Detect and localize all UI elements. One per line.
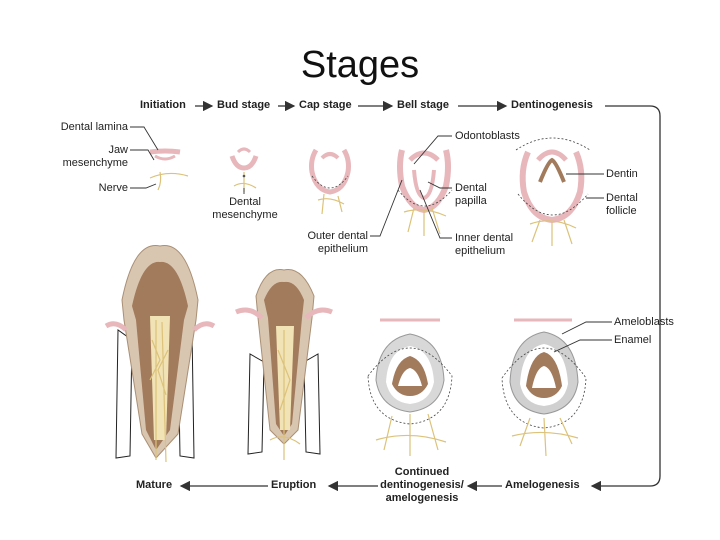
leader-outer-epithelium (370, 179, 403, 237)
label-inner-epithelium-line1: Inner dental (455, 232, 514, 244)
dentinogenesis-illustration (515, 137, 591, 246)
label-dental-papilla-line1: Dental (455, 182, 487, 194)
leader-dental-papilla (427, 181, 452, 189)
label-dental-mesenchyme-line2: mesenchyme (212, 209, 278, 221)
label-nerve: Nerve (98, 182, 128, 194)
amelogenesis-illustration (501, 318, 587, 457)
top-flow-arrows (195, 100, 661, 492)
label-odontoblasts: Odontoblasts (455, 130, 520, 142)
label-dental-follicle-line2: follicle (606, 205, 637, 217)
stage-dentinogenesis: Dentinogenesis (511, 99, 593, 111)
leader-odontoblasts (413, 135, 452, 165)
stage-cap: Cap stage (299, 99, 352, 111)
bud-illustration (229, 147, 259, 192)
label-dental-papilla-line2: papilla (455, 195, 487, 207)
leader-ameloblasts (561, 321, 612, 335)
stage-continued-line3: amelogenesis (385, 492, 459, 504)
label-enamel: Enamel (614, 334, 652, 346)
leader-enamel (553, 339, 612, 353)
leader-jaw-mesenchyme (130, 149, 155, 161)
leader-dental-lamina (130, 126, 159, 151)
leader-nerve (130, 183, 157, 189)
mature-tooth-illustration (104, 244, 216, 463)
bell-illustration (397, 149, 453, 236)
label-dental-lamina: Dental lamina (60, 121, 128, 133)
slide-title: Stages (300, 44, 420, 86)
initiation-illustration (149, 148, 189, 191)
arrow-loop-right (590, 105, 661, 492)
label-ameloblasts: Ameloblasts (614, 316, 674, 328)
label-inner-epithelium-line2: epithelium (455, 245, 506, 257)
label-outer-epithelium-line1: Outer dental (307, 230, 368, 242)
stage-bud: Bud stage (217, 99, 271, 111)
leader-inner-epithelium (419, 189, 452, 239)
stage-mature: Mature (136, 479, 173, 491)
label-dentin: Dentin (606, 168, 638, 180)
label-jaw-line2: mesenchyme (62, 157, 128, 169)
eruption-tooth-illustration (235, 269, 333, 460)
stage-continued-line1: Continued (394, 466, 450, 478)
stage-amelogenesis: Amelogenesis (505, 479, 580, 491)
continued-illustration (367, 318, 453, 456)
stage-continued-line2: dentinogenesis/ (380, 479, 464, 491)
label-jaw-line1: Jaw (108, 144, 128, 156)
leader-lines (130, 126, 612, 353)
label-dental-follicle-line1: Dental (606, 192, 638, 204)
label-outer-epithelium-line2: epithelium (317, 243, 368, 255)
stage-bell: Bell stage (397, 99, 449, 111)
cap-illustration (309, 148, 351, 215)
stage-initiation: Initiation (140, 99, 186, 111)
label-dental-mesenchyme-line1: Dental (229, 196, 261, 208)
stage-eruption: Eruption (271, 479, 317, 491)
